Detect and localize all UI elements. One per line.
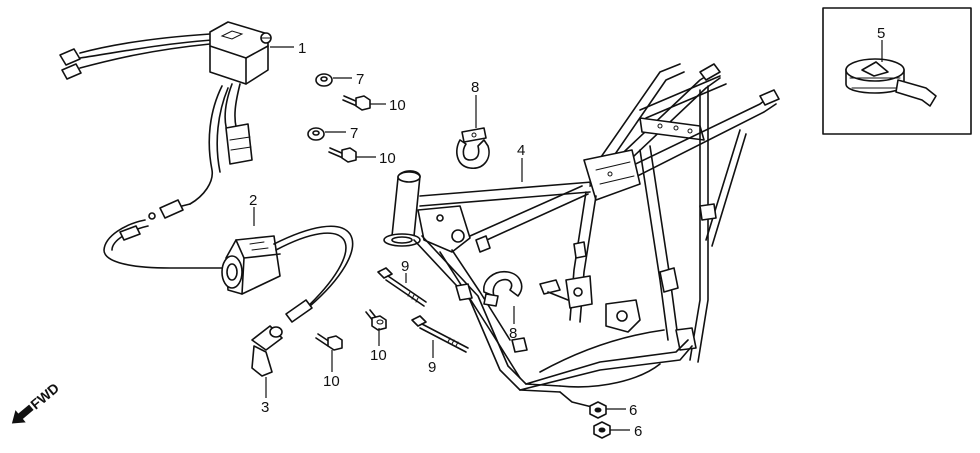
callout-6b: 6 xyxy=(634,423,642,440)
part-bolt-b xyxy=(328,147,357,163)
callout-7b: 7 xyxy=(350,125,358,142)
part-nut-upper xyxy=(589,401,607,419)
part-washer-upper xyxy=(315,73,333,87)
callout-9a: 9 xyxy=(401,258,409,275)
callout-10b: 10 xyxy=(379,150,396,167)
callout-7a: 7 xyxy=(356,71,364,88)
callout-9b: 9 xyxy=(428,359,436,376)
part-clamp-upper xyxy=(456,127,490,169)
part-bolt-c xyxy=(315,333,343,351)
part-cdi-unit xyxy=(59,21,272,220)
inset-frame xyxy=(822,7,972,135)
fwd-indicator: FWD xyxy=(11,380,62,424)
part-frame-body xyxy=(383,63,780,409)
part-inset-cap xyxy=(822,7,972,135)
part-long-bolt-upper xyxy=(377,267,427,307)
callout-10a: 10 xyxy=(389,97,406,114)
callout-5: 5 xyxy=(877,25,885,42)
part-washer-lower xyxy=(307,127,325,141)
part-ignition-coil xyxy=(103,219,354,323)
part-nut-lower xyxy=(593,421,611,439)
callout-4: 4 xyxy=(517,142,525,159)
leader-lines xyxy=(253,40,883,431)
callout-6a: 6 xyxy=(629,402,637,419)
part-bolt-d xyxy=(365,309,387,331)
callout-3: 3 xyxy=(261,399,269,416)
callout-8a: 8 xyxy=(471,79,479,96)
callout-10d: 10 xyxy=(370,347,387,364)
callout-1: 1 xyxy=(298,40,306,57)
callout-2: 2 xyxy=(249,192,257,209)
callout-8b: 8 xyxy=(509,325,517,342)
callout-10c: 10 xyxy=(323,373,340,390)
part-clamp-lower xyxy=(483,270,523,307)
part-bolt-a xyxy=(342,95,371,111)
part-long-bolt-lower xyxy=(411,315,469,353)
fwd-label: FWD xyxy=(27,380,62,413)
fwd-arrow-icon xyxy=(11,404,34,424)
part-spark-plug-cap xyxy=(251,325,283,377)
